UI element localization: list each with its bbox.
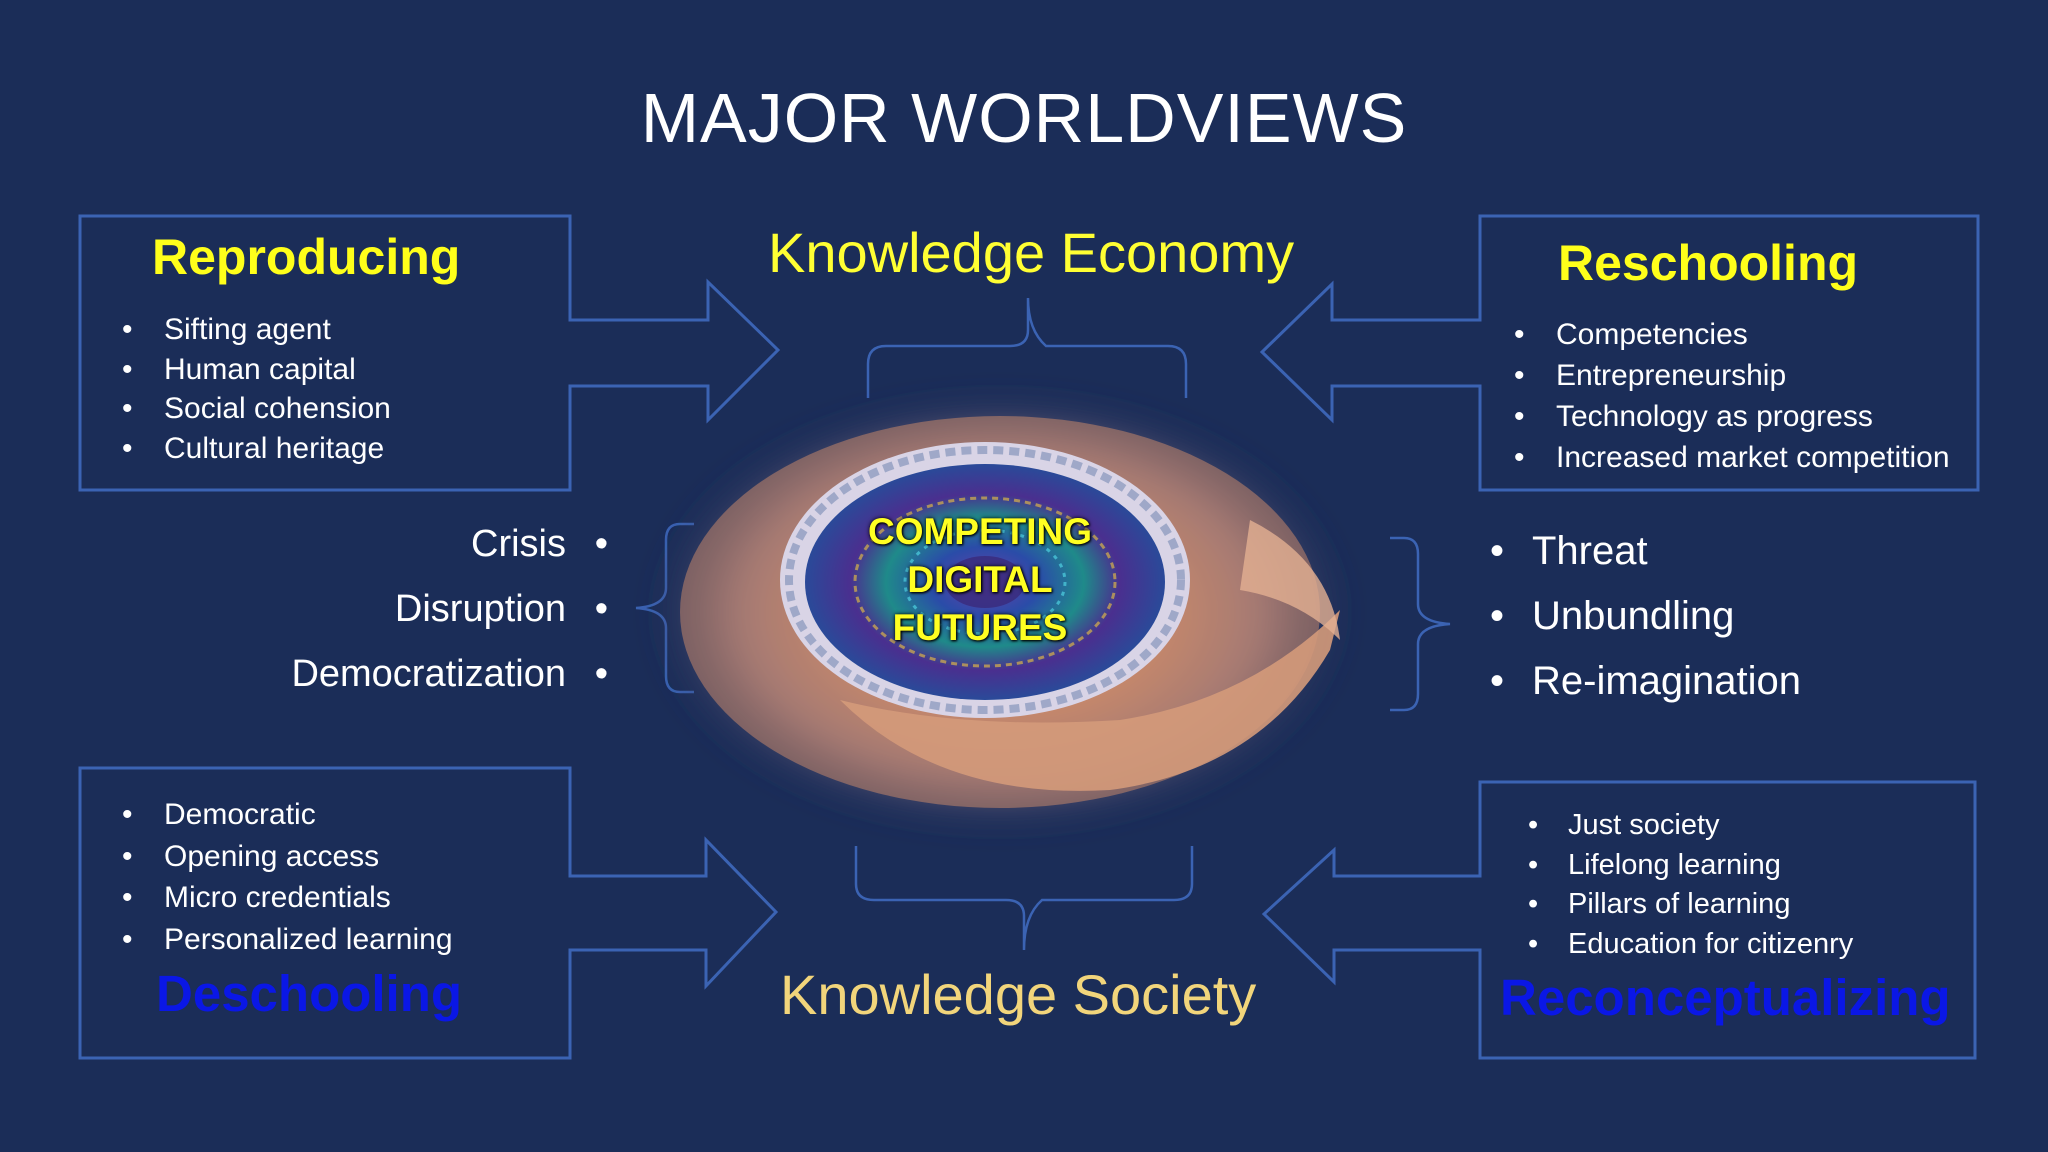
reconceptualizing-heading: Reconceptualizing xyxy=(1500,969,1951,1026)
list-item: Democratic xyxy=(122,794,453,836)
reproducing-list: Sifting agent Human capital Social cohen… xyxy=(122,310,391,468)
list-item: Disruption xyxy=(291,577,608,642)
reschooling-heading: Reschooling xyxy=(1558,235,1859,291)
list-item: Personalized learning xyxy=(122,919,453,961)
list-item: Democratization xyxy=(291,642,608,707)
list-item: Cultural heritage xyxy=(122,429,391,469)
deschooling-list: Democratic Opening access Micro credenti… xyxy=(122,794,453,960)
middle-left-list: Crisis Disruption Democratization xyxy=(291,512,608,707)
page-title: MAJOR WORLDVIEWS xyxy=(640,79,1408,157)
list-item: Technology as progress xyxy=(1514,396,1950,437)
competing-digital-futures-text: COMPETING DIGITAL FUTURES xyxy=(770,508,1190,652)
list-item: Sifting agent xyxy=(122,310,391,350)
knowledge-society-label: Knowledge Society xyxy=(780,963,1257,1026)
reconceptualizing-arrow-box xyxy=(1261,780,1977,1060)
list-item: Entrepreneurship xyxy=(1514,355,1950,396)
knowledge-economy-label: Knowledge Economy xyxy=(768,221,1295,284)
center-text-line-3: FUTURES xyxy=(892,607,1068,648)
list-item: Micro credentials xyxy=(122,877,453,919)
middle-right-list: Threat Unbundling Re-imagination xyxy=(1490,519,1801,714)
hand-coin-image xyxy=(650,392,1350,832)
list-item: Re-imagination xyxy=(1490,649,1801,714)
reproducing-heading: Reproducing xyxy=(152,229,461,285)
list-item: Social cohension xyxy=(122,389,391,429)
center-text-line-1: COMPETING xyxy=(867,511,1093,552)
reschooling-list: Competencies Entrepreneurship Technology… xyxy=(1514,314,1950,478)
right-brace xyxy=(1390,536,1451,712)
reconceptualizing-list: Just society Lifelong learning Pillars o… xyxy=(1528,806,1853,964)
bottom-brace xyxy=(854,846,1194,951)
deschooling-arrow-box xyxy=(78,766,779,1060)
list-item: Lifelong learning xyxy=(1528,846,1853,886)
reproducing-arrow-box xyxy=(78,214,781,492)
list-item: Education for citizenry xyxy=(1528,925,1853,965)
list-item: Competencies xyxy=(1514,314,1950,355)
list-item: Increased market competition xyxy=(1514,437,1950,478)
list-item: Crisis xyxy=(291,512,608,577)
list-item: Human capital xyxy=(122,350,391,390)
list-item: Unbundling xyxy=(1490,584,1801,649)
list-item: Threat xyxy=(1490,519,1801,584)
list-item: Pillars of learning xyxy=(1528,885,1853,925)
reschooling-arrow-box xyxy=(1259,214,1980,492)
left-brace xyxy=(635,522,694,694)
top-brace xyxy=(866,297,1188,398)
list-item: Opening access xyxy=(122,836,453,878)
deschooling-heading: Deschooling xyxy=(156,965,463,1022)
list-item: Just society xyxy=(1528,806,1853,846)
center-text-line-2: DIGITAL xyxy=(907,559,1053,600)
